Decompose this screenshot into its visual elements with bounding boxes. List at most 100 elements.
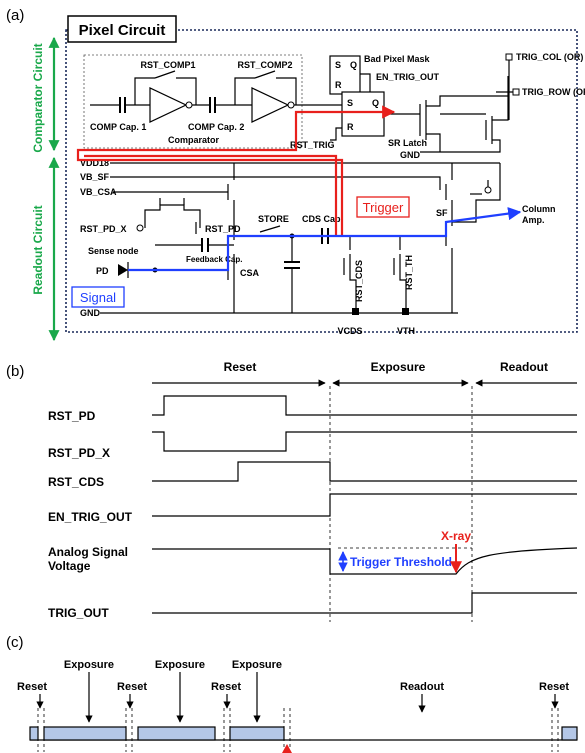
wave-rst-pd	[152, 395, 577, 416]
signal-label: Signal	[80, 290, 116, 305]
trigger-threshold-label: Trigger Threshold	[350, 555, 452, 569]
wave-trig-out	[152, 592, 577, 614]
sr-latch-label: SR Latch	[388, 138, 427, 148]
exposure-block-1	[43, 726, 127, 741]
sig-trig-out: TRIG_OUT	[48, 606, 109, 620]
pixel-circuit-title-box	[67, 15, 177, 43]
trig-row-label: TRIG_ROW (OR)	[522, 87, 585, 97]
sig-analog-1: Analog Signal	[48, 545, 128, 559]
wave-analog-signal	[152, 547, 578, 575]
sr-latch-box	[341, 91, 385, 137]
comparator-chain	[90, 70, 342, 123]
column-amp-label-1: Column	[522, 204, 556, 214]
seq-exposure-2: Exposure	[155, 659, 205, 671]
feedback-cap-label: Feedback Cap.	[186, 255, 242, 264]
trig-col-label: TRIG_COL (OR)	[516, 52, 583, 62]
exposure-block-4	[561, 726, 578, 741]
comparator-label: Comparator	[168, 135, 220, 145]
sf-label: SF	[436, 208, 448, 218]
sig-analog-2: Voltage	[48, 559, 91, 573]
wave-en-trig-out	[152, 493, 577, 517]
gnd-latch-label: GND	[400, 150, 421, 160]
trigger-box	[356, 196, 410, 218]
inverter1-icon	[149, 87, 188, 123]
sig-en-trig-out: EN_TRIG_OUT	[48, 510, 133, 524]
comp-cap2-label: COMP Cap. 2	[188, 122, 244, 132]
sr-s: S	[347, 98, 353, 108]
exposure-block-3	[229, 726, 285, 741]
signal-box	[71, 286, 125, 308]
seq-reset-3: Reset	[211, 681, 241, 693]
rst-comp1-label: RST_COMP1	[140, 60, 195, 70]
vth-label: VTH	[397, 326, 415, 336]
phase-readout: Readout	[500, 360, 548, 374]
pixel-circuit-title: Pixel Circuit	[79, 22, 166, 39]
signal-path	[128, 207, 522, 272]
mask-to-and-wire	[360, 73, 371, 100]
readout-circuit-label: Readout Circuit	[31, 205, 45, 294]
seq-exposure-1: Exposure	[64, 659, 114, 671]
comparator-circuit-label: Comparator Circuit	[31, 43, 45, 152]
en-trig-out-label: EN_TRIG_OUT	[376, 72, 440, 82]
csa-label: CSA	[240, 268, 260, 278]
pixel-circuit-frame	[65, 29, 578, 333]
trigger-path-b	[84, 154, 338, 236]
rst-comp2-switch-left	[234, 77, 255, 105]
rst-pd-x-label: RST_PD_X	[80, 224, 127, 234]
sr-r: R	[347, 122, 354, 132]
column-amp-label-2: Amp.	[522, 215, 545, 225]
wave-rst-pd-x	[152, 431, 577, 452]
seq-reset-1: Reset	[17, 681, 47, 693]
seq-reset-4: Reset	[539, 681, 569, 693]
comp-cap1-label: COMP Cap. 1	[90, 122, 146, 132]
trigger-label: Trigger	[363, 200, 404, 215]
phase-exposure: Exposure	[371, 360, 426, 374]
panel-a-label: (a)	[6, 7, 24, 24]
mask-s: S	[335, 60, 341, 70]
csa-section	[118, 163, 235, 313]
sig-rst-pd: RST_PD	[48, 409, 96, 423]
sig-rst-pd-x: RST_PD_X	[48, 446, 110, 460]
trigger-event-marker-icon	[282, 744, 292, 753]
rst-comp1-switch-left	[134, 77, 155, 105]
trigger-output-stage	[384, 53, 520, 153]
mask-r: R	[335, 80, 342, 90]
rst-trig-label: RST_TRIG	[290, 140, 335, 150]
vb-sf-label: VB_SF	[80, 172, 110, 182]
vdd18-label: VDD18	[80, 158, 109, 168]
wave-rst-cds	[152, 461, 577, 482]
trigger-path	[76, 105, 396, 236]
sense-node-label: Sense node	[88, 246, 139, 256]
panel-c-label: (c)	[6, 634, 24, 651]
vb-sf-line	[110, 176, 441, 190]
rst-th-label: RST_TH	[404, 255, 414, 290]
pd-label: PD	[96, 266, 109, 276]
phase-reset: Reset	[224, 360, 257, 374]
seq-readout: Readout	[400, 681, 444, 693]
panel-b-label: (b)	[6, 363, 24, 380]
exposure-block-0	[29, 726, 39, 741]
rst-cds-label: RST_CDS	[354, 260, 364, 302]
sr-q: Q	[372, 98, 379, 108]
gnd-label: GND	[80, 308, 101, 318]
cds-cap-label: CDS Cap.	[302, 214, 343, 224]
exposure-block-2	[137, 726, 216, 741]
store-label: STORE	[258, 214, 289, 224]
seq-exposure-3: Exposure	[232, 659, 282, 671]
inverter2-icon	[251, 87, 290, 123]
rst-pd-label: RST_PD	[205, 224, 241, 234]
comparator-box	[83, 54, 303, 149]
store-switch	[259, 225, 281, 233]
rst-comp2-switch-blade	[254, 70, 276, 79]
xray-label: X-ray	[441, 529, 471, 543]
sig-rst-cds: RST_CDS	[48, 475, 104, 489]
rst-comp1-switch-blade	[154, 70, 176, 79]
rst-comp2-label: RST_COMP2	[237, 60, 292, 70]
mask-q: Q	[350, 60, 357, 70]
bad-pixel-mask-label: Bad Pixel Mask	[364, 54, 431, 64]
vb-csa-label: VB_CSA	[80, 187, 117, 197]
seq-reset-2: Reset	[117, 681, 147, 693]
reset-markers	[37, 708, 559, 752]
cds-section	[259, 163, 501, 315]
